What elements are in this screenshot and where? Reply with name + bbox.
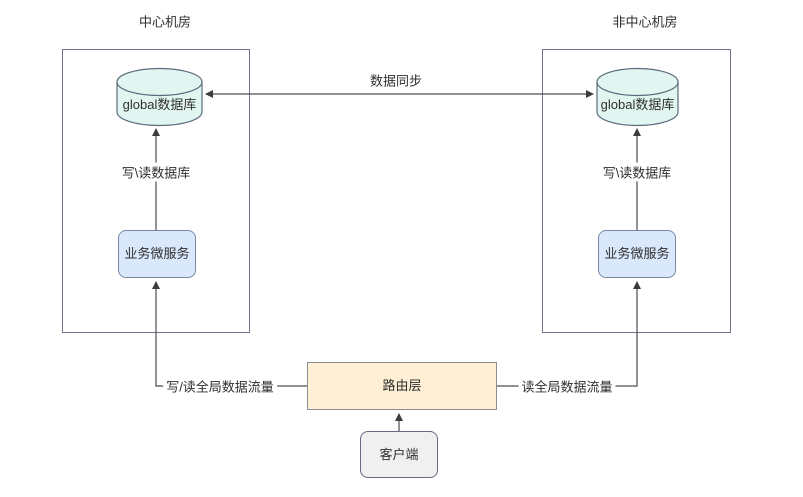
right-traffic-edge-label: 读全局数据流量 [518, 376, 616, 396]
left-db-edge-label: 写\读数据库 [118, 162, 194, 182]
business-microservice-node-left: 业务微服务 [118, 230, 196, 278]
business-microservice-node-right: 业务微服务 [598, 230, 676, 278]
central-room-container [62, 49, 250, 333]
routing-layer-node: 路由层 [307, 362, 497, 410]
non-central-room-title: 非中心机房 [612, 14, 678, 30]
central-room-title: 中心机房 [138, 14, 192, 30]
client-node: 客户端 [360, 431, 438, 478]
non-central-room-container [542, 49, 731, 333]
global-db-label-right: global数据库 [600, 97, 675, 112]
right-db-edge-label: 写\读数据库 [599, 162, 675, 182]
global-db-label-left: global数据库 [122, 97, 197, 112]
sync-edge-label: 数据同步 [369, 73, 423, 89]
left-traffic-edge-label: 写/读全局数据流量 [163, 376, 277, 396]
